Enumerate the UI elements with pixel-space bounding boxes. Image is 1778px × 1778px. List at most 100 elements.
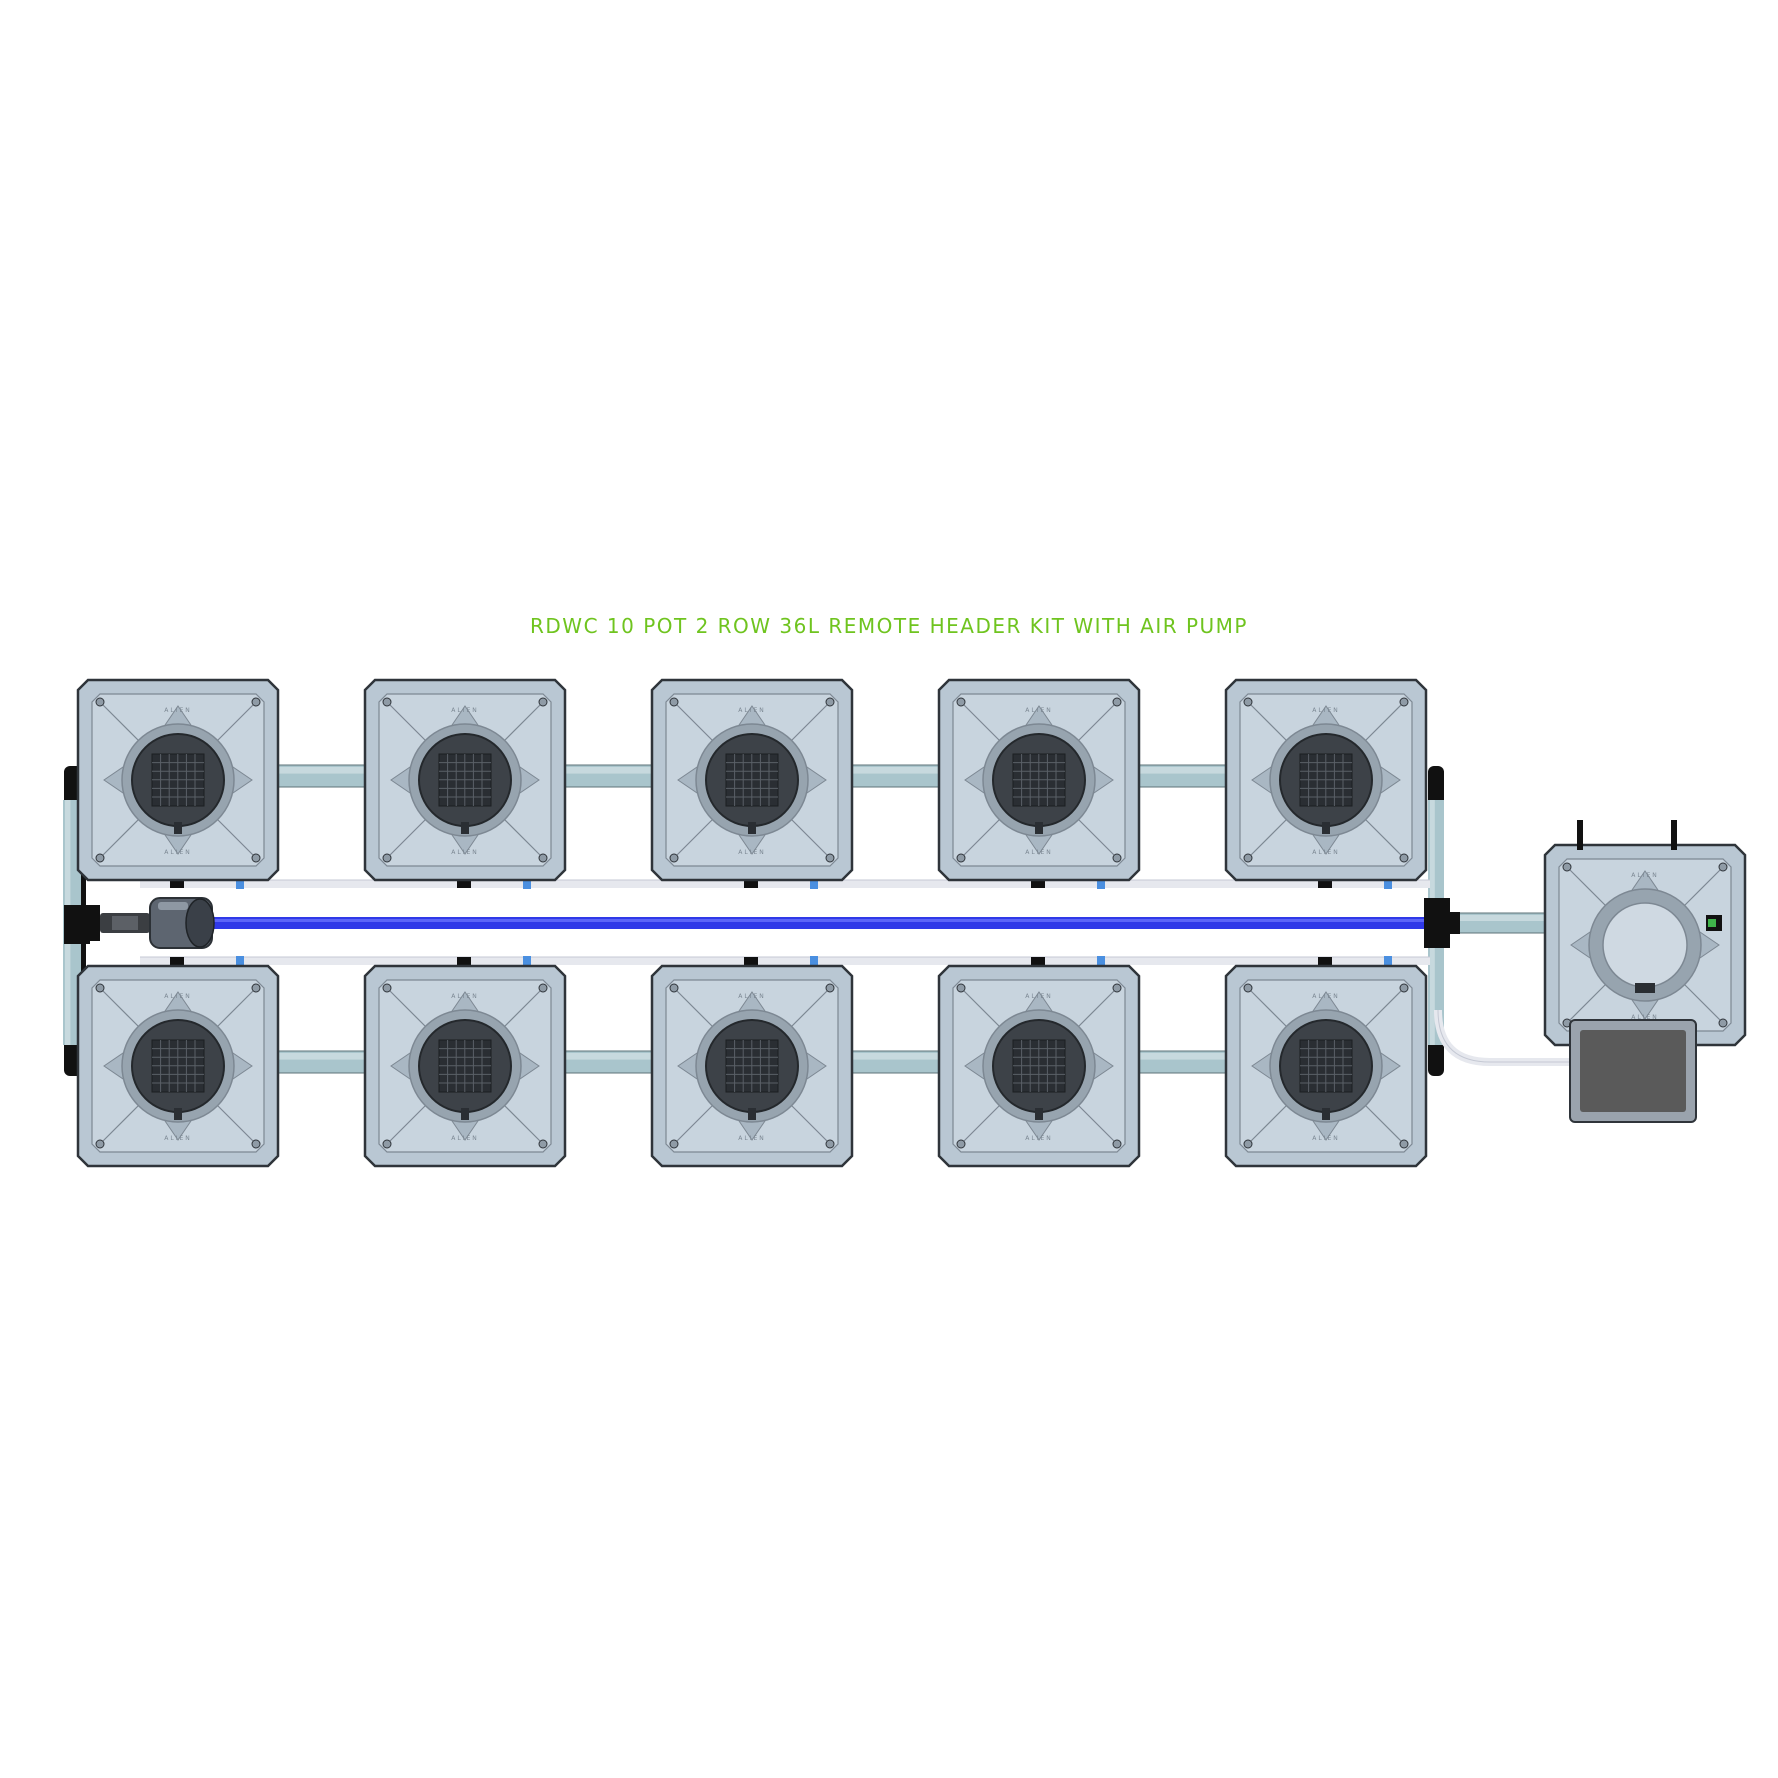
air-line-clip	[744, 957, 758, 965]
pot-bolt	[538, 1139, 548, 1149]
return-pipe-shine	[1135, 767, 1230, 774]
pot-embossed-label-bottom: ALIEN	[1025, 849, 1053, 856]
pot-bolt	[825, 853, 835, 863]
pot-bolt	[1562, 862, 1572, 872]
air-line	[140, 880, 1430, 888]
pot-icon: ALIEN ALIEN	[363, 964, 567, 1168]
net-basket-tab	[461, 822, 469, 834]
pot-embossed-label-top: ALIEN	[738, 993, 766, 1000]
pot-embossed-label-bottom: ALIEN	[451, 1135, 479, 1142]
air-line	[140, 957, 1430, 965]
air-line-clip	[170, 880, 184, 888]
pot-embossed-label-bottom: ALIEN	[164, 849, 192, 856]
net-basket-tab	[1035, 1108, 1043, 1120]
pot-embossed-label-bottom: ALIEN	[451, 849, 479, 856]
pot-bolt	[825, 1139, 835, 1149]
return-pipe-shine	[561, 767, 656, 774]
pot-bolt	[1112, 853, 1122, 863]
air-line-clip	[744, 880, 758, 888]
pot-lid-ridges	[962, 703, 1116, 857]
return-pipe	[274, 1051, 369, 1073]
net-basket-tab	[1322, 822, 1330, 834]
pot-embossed-label-top: ALIEN	[1312, 993, 1340, 1000]
pot-bolt	[382, 1139, 392, 1149]
pot-bolt	[1243, 853, 1253, 863]
pot-bolt	[382, 983, 392, 993]
header-tee-fitting	[1424, 898, 1450, 948]
feed-line-shine	[214, 919, 1544, 922]
pot-lid-ridges	[1568, 868, 1722, 1022]
return-pipe	[848, 765, 943, 787]
pot-bolt	[1243, 697, 1253, 707]
header-tank-outlet-valve	[1708, 919, 1716, 927]
pot-bolt	[538, 983, 548, 993]
header-tank-post-right	[1671, 820, 1677, 850]
pot-bolt	[1399, 983, 1409, 993]
pot-embossed-label-top: ALIEN	[451, 993, 479, 1000]
air-line-connector	[810, 879, 818, 889]
pot-icon: ALIEN ALIEN	[363, 678, 567, 882]
air-line-connector	[236, 879, 244, 889]
pot-bolt	[1112, 697, 1122, 707]
return-pipe	[848, 1051, 943, 1073]
return-pipe-shine	[1135, 1053, 1230, 1060]
return-pipe	[561, 1051, 656, 1073]
return-pipe-shine	[848, 767, 943, 774]
pot-bolt	[382, 697, 392, 707]
water-pump-coupling-detail	[112, 916, 138, 930]
air-line-connector	[523, 956, 531, 966]
pot-embossed-label-bottom: ALIEN	[1312, 1135, 1340, 1142]
pot-layer: ALIEN ALIEN ALIEN ALIEN ALIEN ALIEN ALIEN ALIEN…	[76, 678, 1428, 1168]
pot-icon: ALIEN ALIEN	[650, 678, 854, 882]
pot-bolt	[251, 853, 261, 863]
pot-bolt	[956, 697, 966, 707]
net-basket-tab	[461, 1108, 469, 1120]
pot-embossed-label-top: ALIEN	[451, 707, 479, 714]
header-feed-pipe	[1444, 913, 1545, 933]
return-pipe	[1135, 1051, 1230, 1073]
pot-bolt	[1718, 862, 1728, 872]
pot-lid-ridges	[388, 703, 542, 857]
pot-bolt	[251, 1139, 261, 1149]
air-pump-face	[1580, 1030, 1686, 1112]
pot-bolt	[669, 1139, 679, 1149]
return-pipe	[561, 765, 656, 787]
return-pipe-shine	[848, 1053, 943, 1060]
air-line-connector	[1384, 879, 1392, 889]
header-lid-icon	[1602, 902, 1688, 988]
air-line-connector	[236, 956, 244, 966]
header-tank-post-left	[1577, 820, 1583, 850]
pot-lid-ridges	[675, 989, 829, 1143]
pot-bolt	[825, 983, 835, 993]
air-line-connector	[810, 956, 818, 966]
air-line-connector	[1097, 879, 1105, 889]
net-basket-tab	[1035, 822, 1043, 834]
water-pump-icon	[64, 897, 215, 949]
pot-embossed-label-top: ALIEN	[738, 707, 766, 714]
pot-embossed-label-top: ALIEN	[1025, 993, 1053, 1000]
return-pipe	[1135, 765, 1230, 787]
pot-lid-ridges	[101, 989, 255, 1143]
pot-bolt	[956, 983, 966, 993]
air-line-clip	[457, 957, 471, 965]
diagram-title: RDWC 10 POT 2 ROW 36L REMOTE HEADER KIT …	[530, 614, 1248, 638]
pot-bolt	[95, 983, 105, 993]
pot-bolt	[382, 853, 392, 863]
return-pipe	[274, 765, 369, 787]
air-pump-line-edge	[1437, 1009, 1572, 1063]
air-line-clip	[457, 880, 471, 888]
pot-bolt	[95, 1139, 105, 1149]
pot-bolt	[825, 697, 835, 707]
pot-bolt	[1399, 1139, 1409, 1149]
pot-lid-ridges	[1249, 703, 1403, 857]
pot-bolt	[669, 697, 679, 707]
pot-embossed-label-bottom: ALIEN	[738, 849, 766, 856]
pot-lid-ridges	[675, 703, 829, 857]
pot-bolt	[95, 697, 105, 707]
pot-bolt	[1112, 1139, 1122, 1149]
air-line-connector	[1097, 956, 1105, 966]
air-line-clip	[170, 957, 184, 965]
